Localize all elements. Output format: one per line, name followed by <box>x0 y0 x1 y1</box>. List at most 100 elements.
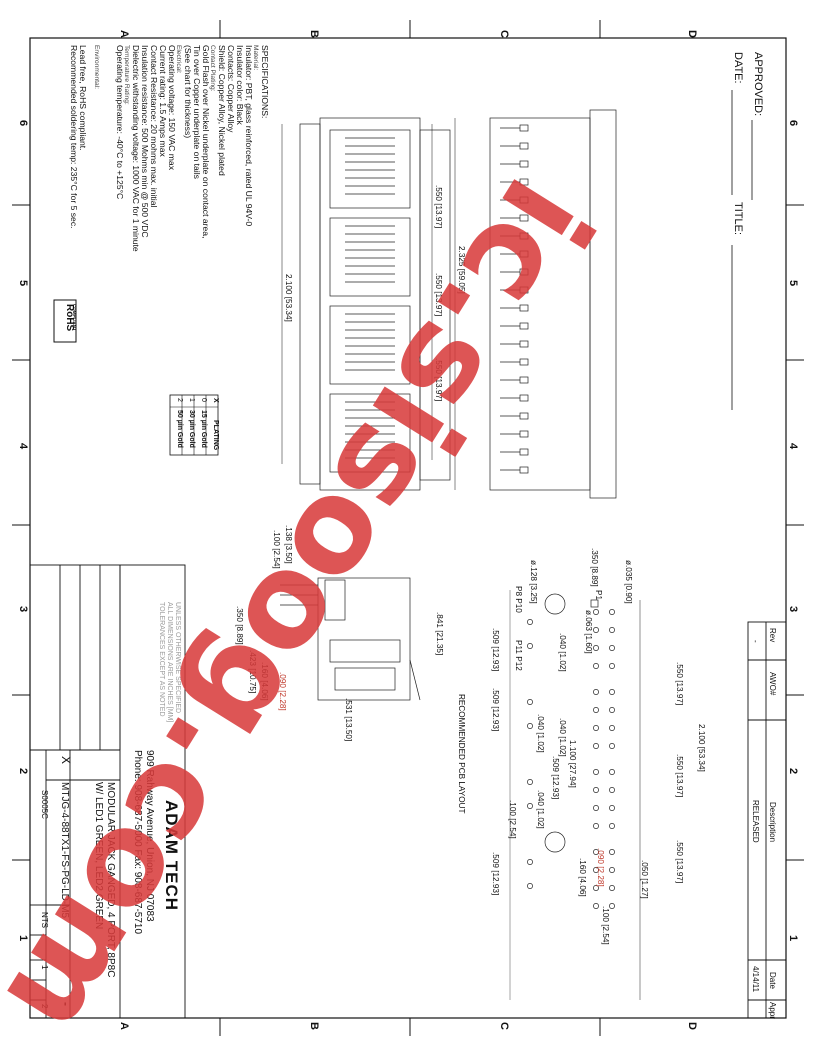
zone-number-2-left: 2 <box>17 768 29 774</box>
pcb-hole <box>593 823 599 829</box>
lead-pad <box>519 178 529 186</box>
front-view-drawing <box>489 109 617 499</box>
lead-pad <box>519 124 529 132</box>
spec-gold-flash: Gold Flash over Nickel underplate on con… <box>201 45 211 238</box>
pcb-d160: .160 [4.06] <box>578 858 587 897</box>
rev-row-date: 4/14/11 <box>751 966 760 993</box>
rev-header-rev: Rev <box>768 628 777 642</box>
lead-pad <box>519 142 529 150</box>
lead-pad <box>519 286 529 294</box>
zone-letter-b-top: B <box>308 30 320 38</box>
lead-pad <box>519 232 529 240</box>
company-address: 909 Rahway Avenue, Union, NJ 07083 <box>144 750 155 922</box>
spec-insulator: Insulator: PBT, glass reinforced, rated … <box>244 45 254 226</box>
zone-number-5-right: 5 <box>787 280 799 286</box>
plating-header-x: X <box>212 398 219 403</box>
plating-header-plating: PLATING <box>212 420 219 451</box>
tolerance-note: UNLESS OTHERWISE SPECIFIED ALL DIMENSION… <box>158 602 181 722</box>
pcb-p1: P1 <box>594 590 603 600</box>
pcb-hole <box>609 849 615 855</box>
plating-row-2-x: 2 <box>176 398 183 402</box>
rev-header-appr: Appr <box>768 1002 777 1019</box>
pcb-hole <box>593 885 599 891</box>
pcb-hole <box>609 885 615 891</box>
side-view-drawing <box>280 577 421 701</box>
spec-env-heading: Environmental: <box>93 45 100 89</box>
side-dim-423: .423 [10.75] <box>248 650 257 693</box>
pcb-hole <box>593 849 599 855</box>
approval-block: APPROVED: DATE: TITLE: <box>731 52 764 410</box>
company-phone: Phone: 908-687-5000 Fax: 908-687-5710 <box>132 750 143 934</box>
pcb-hole <box>593 627 599 633</box>
title-plating-x: X <box>59 756 73 764</box>
rohs-compliant-text: COMPLIANT <box>72 304 77 331</box>
port-outline <box>329 129 411 209</box>
pcb-d1100: 1.100 [27.94] <box>568 740 577 788</box>
pcb-d550-c: .550 [13.97] <box>675 840 684 883</box>
pcb-hole <box>609 689 615 695</box>
pcb-d100-b: .100 [2.54] <box>601 906 610 945</box>
pcb-d2100: 2.100 [53.34] <box>697 724 706 772</box>
pcb-d040-b: .040 [1.02] <box>536 714 545 753</box>
plating-row-1-value: 30 µin Gold <box>188 410 195 448</box>
pcb-p8p10: P8 P10 <box>514 586 523 613</box>
zone-number-4-right: 4 <box>787 443 799 450</box>
top-view-drawing <box>299 117 451 491</box>
rev-header-description: Description <box>768 802 777 842</box>
zone-letter-a-top: A <box>118 30 130 38</box>
pcb-hole <box>609 867 615 873</box>
pcb-phi063: ø.063 [1.60] <box>584 610 593 654</box>
pcb-led-hole <box>527 699 533 705</box>
pcb-d509-c: .509 [12.93] <box>551 756 560 799</box>
pcb-d040-a: .040 [1.02] <box>558 633 567 672</box>
watermark: ic.sisoog.com <box>0 154 620 1056</box>
pcb-hole <box>609 609 615 615</box>
title-block <box>29 564 186 1019</box>
port-outline <box>329 393 411 473</box>
pcb-hole <box>609 769 615 775</box>
zone-number-6-left: 6 <box>17 120 29 126</box>
zone-number-2-right: 2 <box>787 768 799 774</box>
spec-insulation: Insulation resistance: 500 Mohms min @ 5… <box>140 45 150 238</box>
pcb-hole <box>593 805 599 811</box>
title-part-number: MTJG-4-88TX1-FS-PG-LD-M5 <box>59 782 70 919</box>
title-sheet: 1 <box>40 965 49 970</box>
title-sheet-of: 2 <box>40 1004 49 1009</box>
spec-material-heading: Material: <box>252 45 259 70</box>
side-dim-090: .090 [2.28] <box>278 672 287 711</box>
zone-letter-d-bottom: D <box>686 1022 698 1030</box>
pcb-hole <box>593 743 599 749</box>
lead-pad <box>519 340 529 348</box>
plating-row-1-x: 1 <box>188 398 195 402</box>
lead-pad <box>519 196 529 204</box>
pcb-hole <box>609 823 615 829</box>
tolerance-line-1: UNLESS OTHERWISE SPECIFIED <box>174 602 181 713</box>
spec-op-temp: Operating temperature: -40°C to +125°C <box>115 45 125 199</box>
spec-temp-heading: Temperature Rating: <box>123 45 130 105</box>
plating-table: X PLATING 0 15 µin Gold 1 30 µin Gold 2 … <box>169 394 219 456</box>
side-dim-841: .841 [21.35] <box>435 612 444 655</box>
spec-voltage: Operating voltage: 150 VAC max <box>167 45 177 171</box>
spec-dielectric: Dielectric withstanding voltage: 1000 VA… <box>131 45 141 252</box>
pcb-hole <box>593 769 599 775</box>
pcb-d040-c: .040 [1.02] <box>558 718 567 757</box>
spec-resistance: Contact Resistance: 20 mohms max. initia… <box>149 45 159 207</box>
zone-number-3-right: 3 <box>787 606 799 612</box>
pcb-hole <box>593 725 599 731</box>
pcb-hole <box>593 645 599 651</box>
zone-number-5-left: 5 <box>17 280 29 286</box>
pcb-led-hole <box>527 643 533 649</box>
zone-number-1-right: 1 <box>787 935 799 941</box>
title-scale: NTS <box>40 912 49 928</box>
pcb-hole <box>593 707 599 713</box>
lead-pad <box>519 160 529 168</box>
pcb-d550-a: .550 [13.97] <box>675 662 684 705</box>
pcb-hole <box>609 787 615 793</box>
zone-number-1-left: 1 <box>17 935 29 941</box>
pcb-hole <box>609 743 615 749</box>
title-rev: - <box>59 1002 73 1006</box>
title-doc-number: S0005C <box>40 790 49 819</box>
pcb-d350: .350 [8.89] <box>590 548 599 587</box>
pcb-led-hole <box>527 619 533 625</box>
